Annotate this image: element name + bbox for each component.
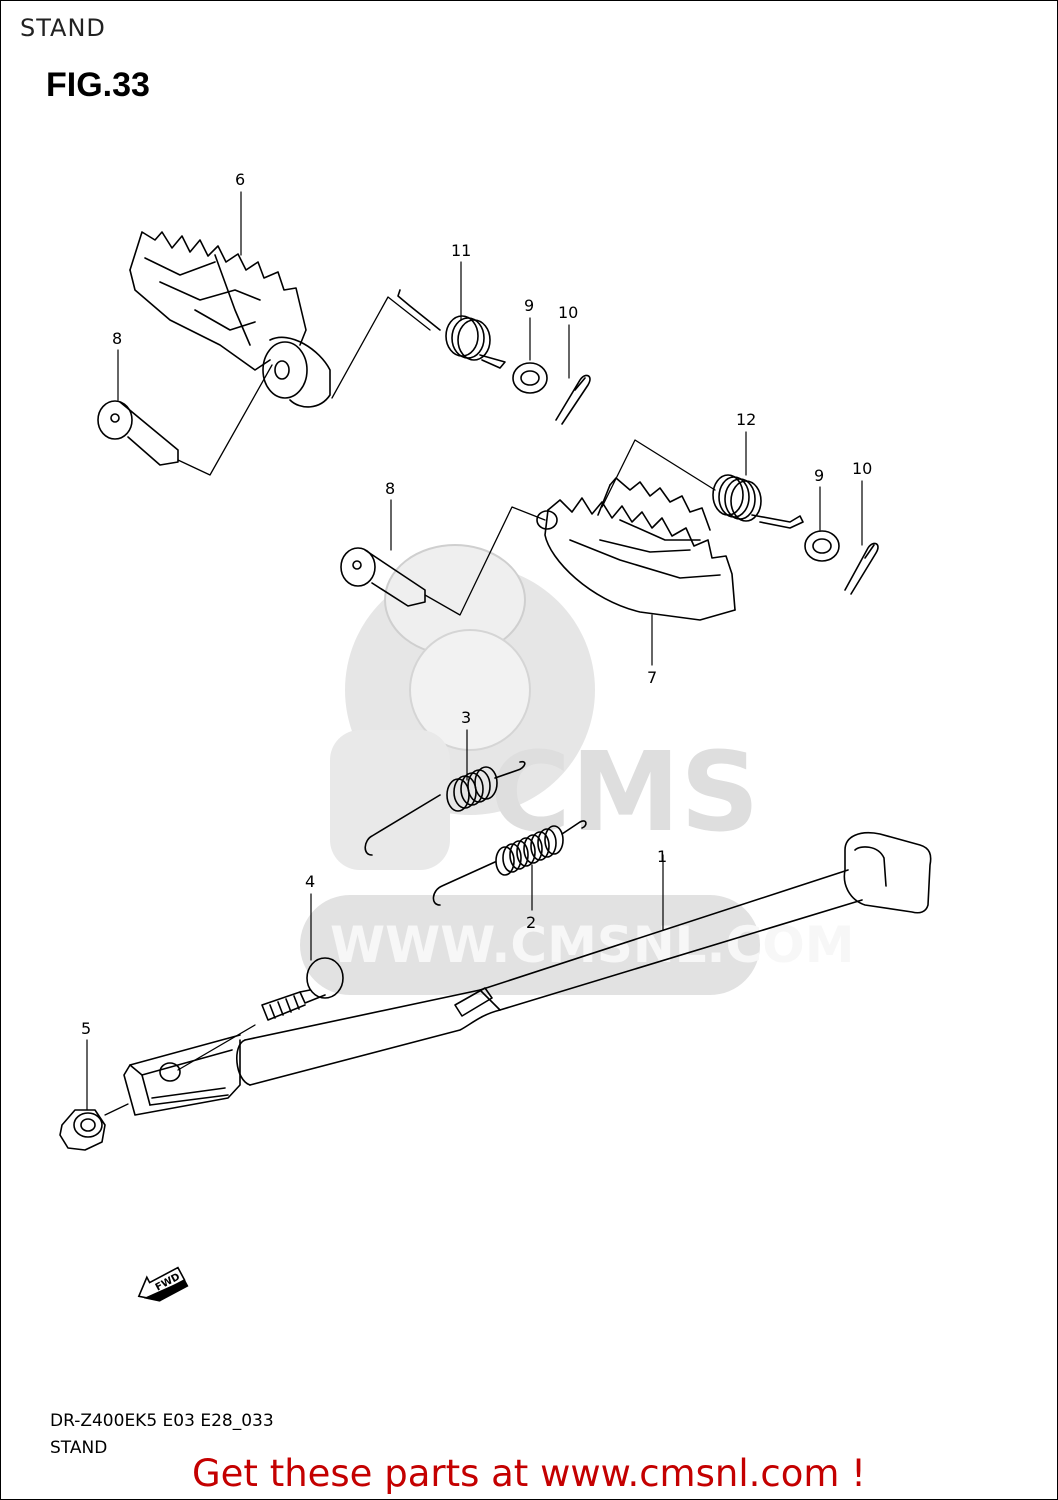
washer-top-part — [512, 362, 548, 394]
spring-3-part — [364, 760, 526, 856]
callout-9-top: 9 — [524, 296, 534, 315]
callout-8-top: 8 — [112, 329, 122, 348]
leader-spring-top — [331, 296, 431, 399]
footer-cta-link[interactable]: Get these parts at www.cmsnl.com ! — [191, 1452, 866, 1495]
leader-spring-bottom — [601, 439, 716, 508]
callout-8-bottom: 8 — [385, 479, 395, 498]
spring-2-part — [432, 820, 587, 906]
line-art — [59, 191, 932, 1151]
figure-label: FIG.33 — [46, 66, 150, 104]
pin-bottom-part — [340, 547, 426, 607]
leader-pin-bottom — [424, 506, 546, 616]
callout-labels: 6 11 9 10 8 12 9 10 8 7 3 1 4 2 5 — [81, 170, 872, 1038]
leader-bolt — [177, 1024, 256, 1071]
spring-bottom-part — [712, 474, 804, 529]
watermark-logo-text: CMS — [490, 728, 759, 856]
footpeg-right-part — [536, 477, 736, 621]
callout-1: 1 — [657, 847, 667, 866]
side-stand-part — [123, 832, 932, 1116]
nut-part — [59, 1109, 106, 1151]
cotter-top-part — [555, 374, 591, 425]
callout-7: 7 — [647, 668, 657, 687]
callout-5: 5 — [81, 1019, 91, 1038]
callout-4: 4 — [305, 872, 315, 891]
callout-12: 12 — [736, 410, 756, 429]
fwd-arrow-icon: FWD — [137, 1266, 189, 1302]
model-code: DR-Z400EK5 E03 E28_033 — [50, 1411, 274, 1431]
washer-bottom-part — [804, 530, 840, 562]
cotter-bottom-part — [844, 542, 879, 595]
footpeg-left-part — [129, 231, 331, 408]
page-title: STAND — [20, 14, 106, 42]
leader-pin-top — [177, 364, 273, 476]
callout-11: 11 — [451, 241, 471, 260]
callout-6: 6 — [235, 170, 245, 189]
callout-3: 3 — [461, 708, 471, 727]
leader-nut — [104, 1103, 129, 1116]
callout-10-top: 10 — [558, 303, 578, 322]
section-name: STAND — [50, 1438, 108, 1458]
watermark-url: WWW.CMSNL.COM — [330, 916, 855, 974]
pin-top-part — [97, 400, 179, 466]
callout-10-bottom: 10 — [852, 459, 872, 478]
callout-2: 2 — [526, 913, 536, 932]
spring-top-part — [397, 289, 506, 369]
bolt-part — [261, 957, 344, 1021]
callout-9-bottom: 9 — [814, 466, 824, 485]
watermark: CMS WWW.CMSNL.COM — [300, 544, 855, 995]
